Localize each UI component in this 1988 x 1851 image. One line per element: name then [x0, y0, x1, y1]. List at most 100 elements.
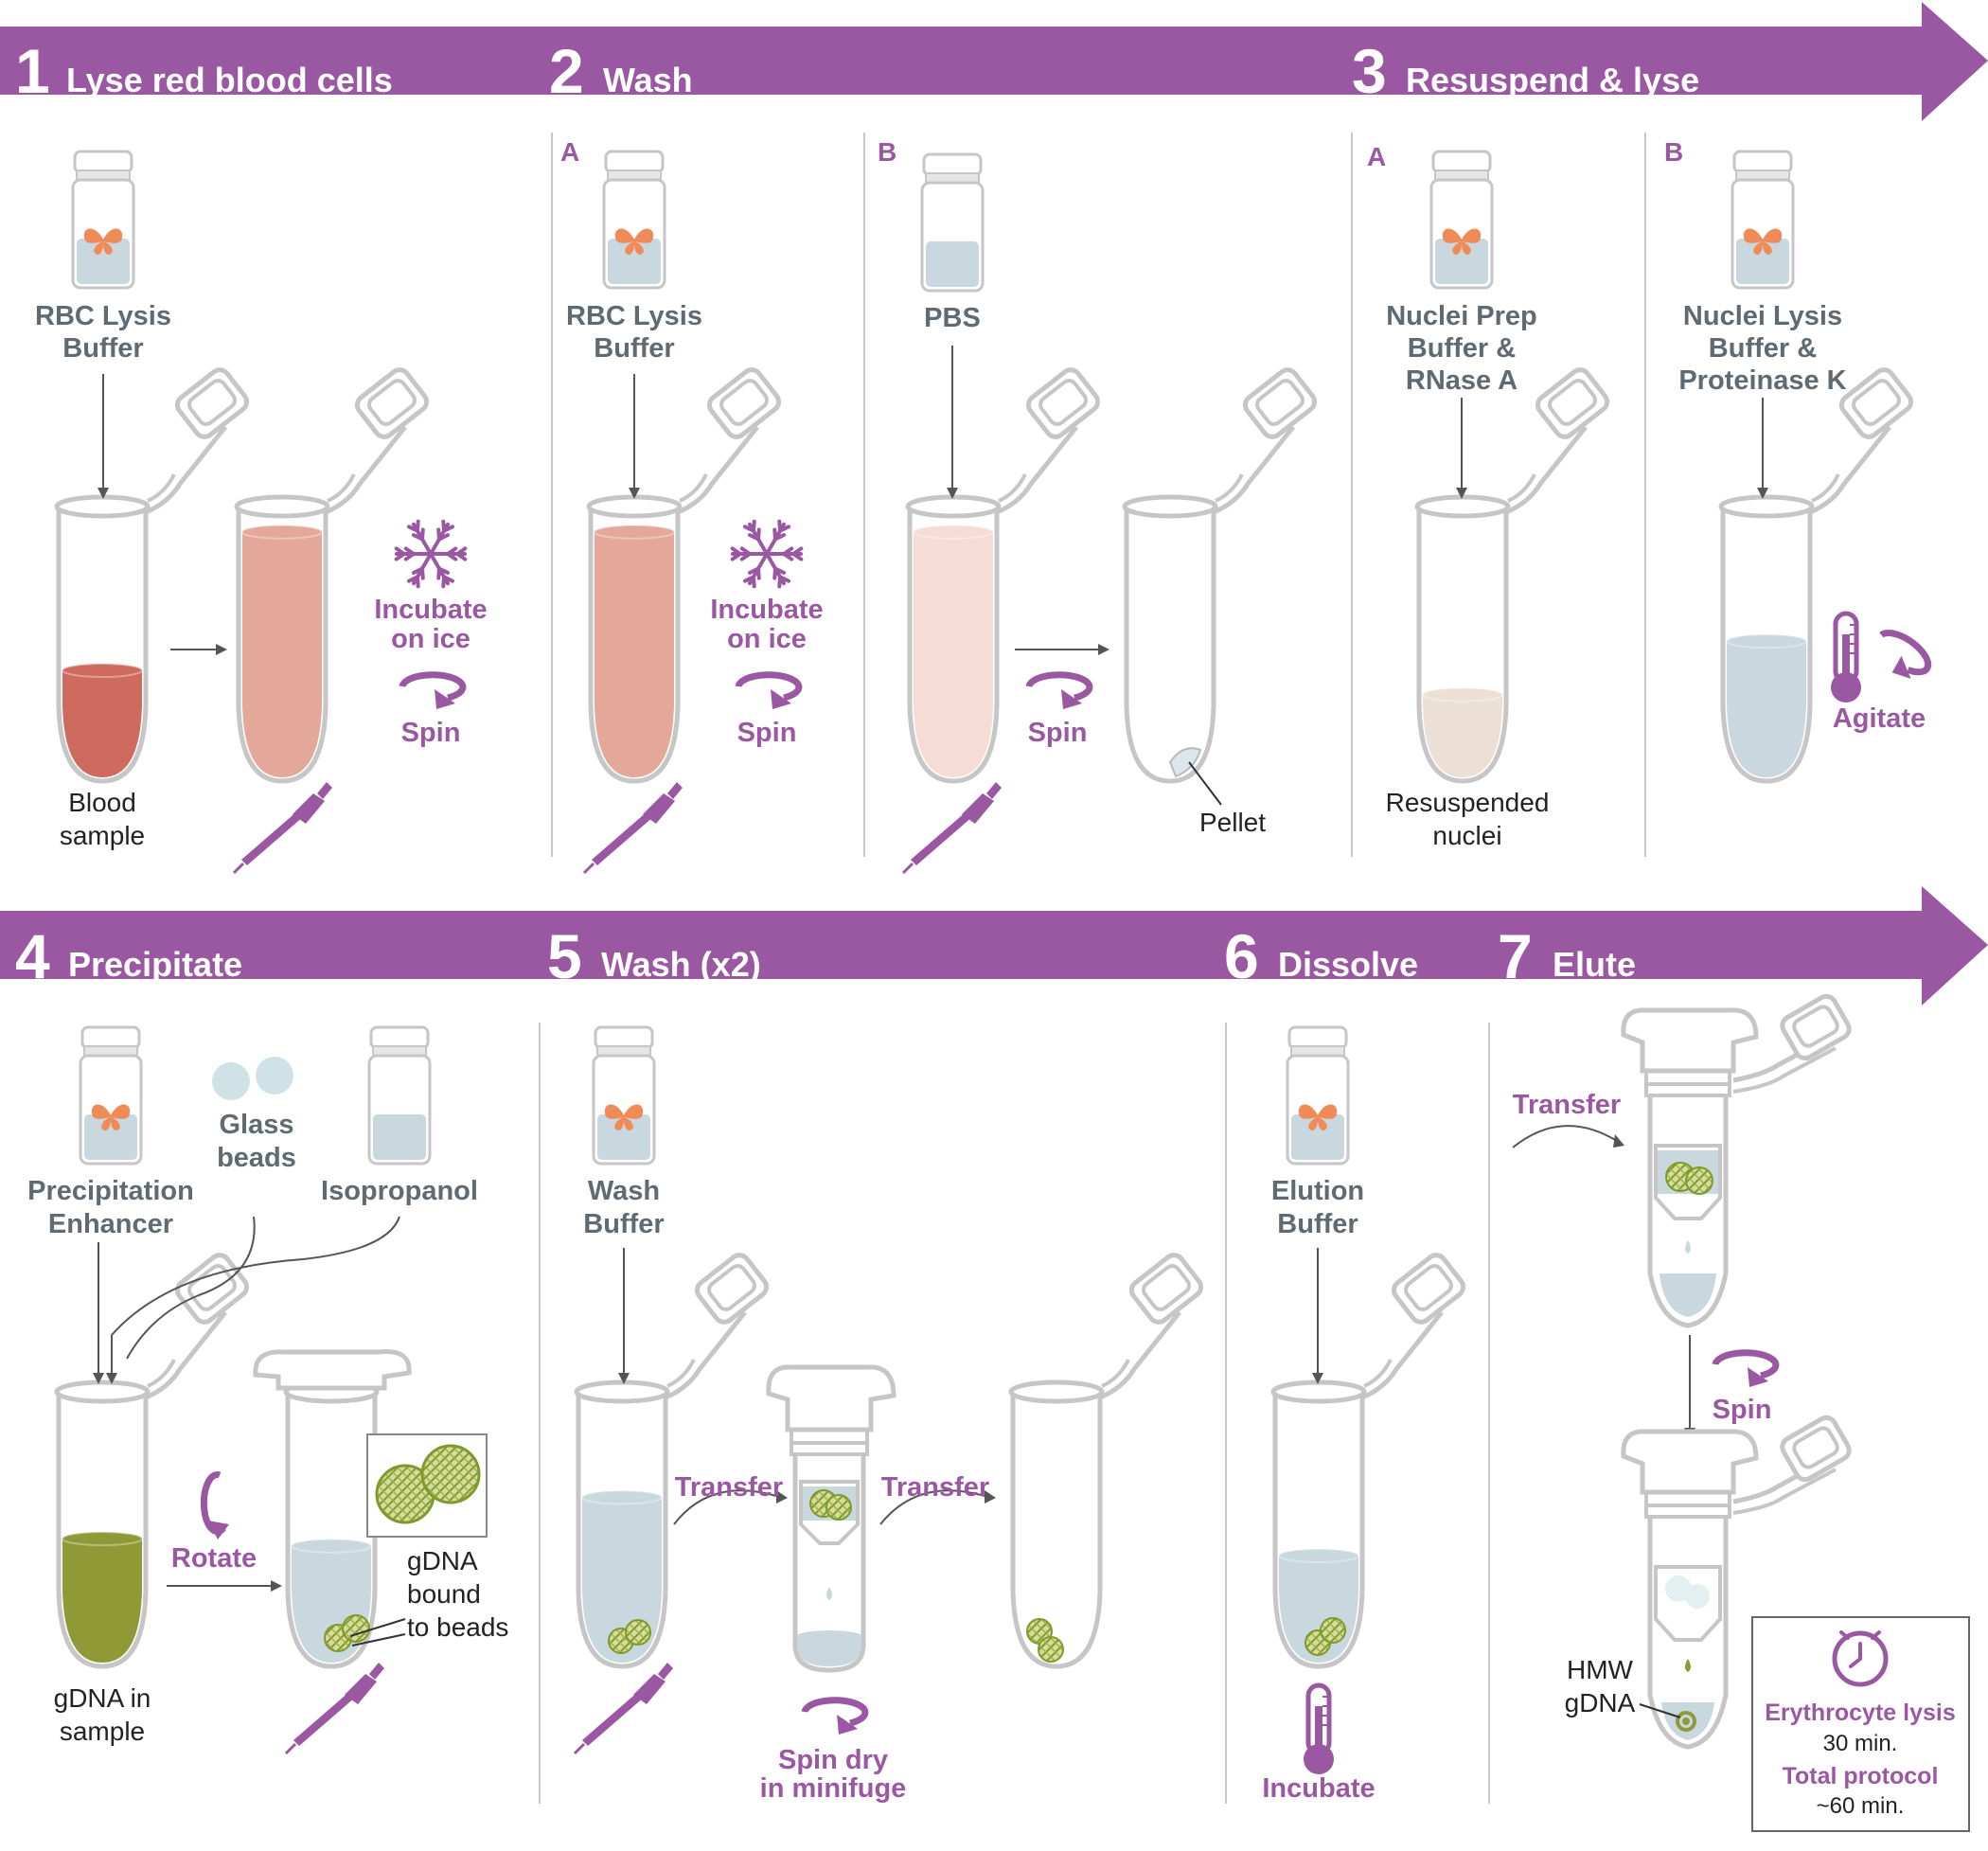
bottle: [1429, 150, 1494, 290]
spin-column: [766, 1364, 896, 1673]
tube: [234, 367, 430, 784]
butterfly-icon: [83, 228, 123, 255]
incubate-label-1b: on ice: [391, 624, 470, 654]
step6-number: 6: [1224, 921, 1259, 991]
bottle: [602, 150, 666, 290]
step6-title: Dissolve: [1278, 945, 1418, 984]
butterfly-icon: [1298, 1104, 1338, 1130]
gdna-sample-label-2: sample: [60, 1717, 145, 1746]
tube: [574, 1253, 770, 1669]
step1-title: Lyse red blood cells: [66, 61, 393, 99]
tube: [905, 367, 1101, 784]
pipette-icon: [284, 1663, 384, 1755]
thermometer-icon: [1304, 1682, 1334, 1774]
sub-label-2b: B: [878, 137, 896, 167]
spin-label-2b: Spin: [1028, 718, 1088, 748]
incubate-label-2a: Incubate: [710, 595, 823, 625]
summary-label-1: Erythrocyte lysis: [1765, 1700, 1956, 1726]
reagent-label-nuclei-lysis-3: Proteinase K: [1678, 365, 1846, 396]
spin-dry-label-1: Spin dry: [778, 1745, 888, 1775]
reagent-label-nuclei-prep-1: Nuclei Prep: [1386, 301, 1537, 331]
glass-bead: [212, 1062, 250, 1100]
pipette-icon: [573, 1663, 673, 1755]
step3-number: 3: [1352, 36, 1387, 106]
resuspended-label-1: Resuspended: [1386, 788, 1550, 817]
clock-icon: [1832, 1630, 1889, 1687]
resuspended-label-2: nuclei: [1432, 821, 1501, 850]
pellet-shape: [1168, 747, 1202, 778]
reagent-label-wash-1: Wash: [588, 1176, 660, 1206]
incubate-label-2b: on ice: [727, 624, 807, 654]
gdna-bead-cluster: [1026, 1618, 1064, 1663]
step3-title: Resuspend & lyse: [1406, 61, 1699, 99]
summary-box: Erythrocyte lysis 30 min. Total protocol…: [1751, 1616, 1970, 1832]
step5-title: Wash (x2): [601, 945, 761, 984]
reagent-label-isopropanol: Isopropanol: [321, 1176, 478, 1206]
gdna-bead-cluster: [608, 1619, 651, 1654]
gdna-bead-cluster: [324, 1614, 406, 1652]
arrow-heads: [93, 488, 1768, 1592]
spin-label-2a: Spin: [737, 718, 797, 748]
bottle: [1731, 150, 1795, 290]
blood-sample-label-2: sample: [60, 821, 145, 850]
tube: [1270, 1253, 1466, 1669]
reagent-label-beads-1: Glass: [220, 1110, 294, 1140]
blood-sample-label-1: Blood: [68, 788, 136, 817]
snowflake-icon: [394, 519, 468, 589]
gdna-bound-label-3: to beads: [407, 1612, 508, 1642]
step7-number: 7: [1498, 921, 1533, 991]
step5-number: 5: [547, 921, 582, 991]
sub-label-3b: B: [1664, 137, 1683, 167]
spin-icon: [1025, 671, 1093, 709]
gdna-bead-inset: [366, 1433, 488, 1538]
reagent-label-enhancer-2: Enhancer: [48, 1209, 173, 1239]
butterfly-icon: [1743, 228, 1783, 255]
spin-icon: [399, 671, 467, 709]
butterfly-icon: [1442, 228, 1482, 255]
tube: [1122, 367, 1318, 784]
bottle: [592, 1025, 656, 1166]
step4-number: 4: [15, 921, 50, 991]
reagent-label-rbc-2a: RBC Lysis: [566, 301, 702, 331]
transfer-label-7: Transfer: [1513, 1090, 1621, 1120]
reagent-label-beads-2: beads: [217, 1143, 296, 1173]
pipette-icon: [901, 782, 1002, 875]
rotate-label: Rotate: [171, 1543, 257, 1574]
rotate-icon: [200, 1471, 229, 1540]
reagent-label-pbs: PBS: [924, 303, 981, 333]
sub-label-2a: A: [560, 137, 579, 167]
spin-label-7: Spin: [1713, 1395, 1772, 1425]
elution-column-bottom: [1621, 1415, 1852, 1750]
elution-column-top: [1621, 993, 1852, 1328]
reagent-label-elution-2: Buffer: [1277, 1209, 1358, 1239]
reagent-label-nuclei-prep-3: RNase A: [1406, 365, 1518, 396]
transfer-label-1: Transfer: [675, 1472, 783, 1503]
hmw-pointer: [1639, 1703, 1681, 1718]
butterfly-icon: [91, 1104, 131, 1130]
thermometer-icon: [1831, 611, 1861, 703]
glass-bead: [256, 1057, 293, 1095]
butterfly-icon: [614, 228, 654, 255]
step2-title: Wash: [603, 61, 693, 99]
pellet-pointer: [1188, 761, 1222, 806]
reagent-label-nuclei-lysis-2: Buffer &: [1709, 333, 1817, 364]
step2-number: 2: [549, 36, 584, 106]
panel-dividers: [539, 133, 1646, 1804]
tube: [1414, 367, 1610, 784]
pipette-icon: [582, 782, 683, 875]
incubate-label-6: Incubate: [1262, 1773, 1375, 1804]
gdna-bound-label-2: bound: [407, 1579, 481, 1609]
bottle: [1286, 1025, 1350, 1166]
sub-label-3a: A: [1367, 142, 1386, 171]
summary-value-1: 30 min.: [1823, 1731, 1898, 1756]
spin-icon: [801, 1697, 869, 1735]
reagent-label-nuclei-prep-2: Buffer &: [1408, 333, 1516, 364]
reagent-label-elution-1: Elution: [1271, 1176, 1364, 1206]
spin-label-1: Spin: [401, 718, 461, 748]
banner-row1: [0, 2, 1988, 121]
tube: [1008, 1253, 1204, 1669]
pellet-label: Pellet: [1199, 808, 1266, 837]
summary-label-2: Total protocol: [1783, 1763, 1939, 1789]
